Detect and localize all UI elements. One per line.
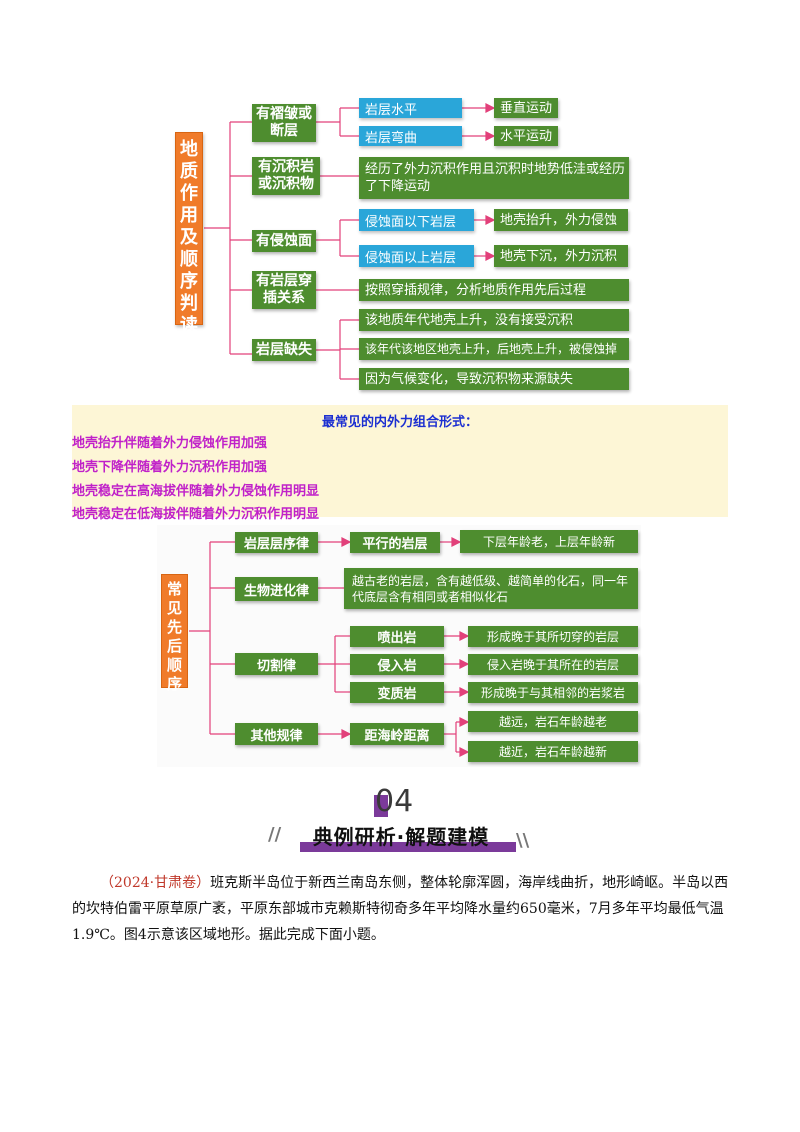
sub-ridge-distance: 距海岭距离 bbox=[350, 723, 444, 745]
sub-intrusive-rock: 侵入岩 bbox=[350, 654, 444, 675]
section-title-underline bbox=[300, 842, 516, 852]
leaf-metamorphic-rule: 形成晚于与其相邻的岩浆岩 bbox=[468, 682, 638, 703]
leaf-farther-older: 越远，岩石年龄越老 bbox=[468, 711, 638, 732]
leaf-intrusive-rule: 侵入岩晚于其所在的岩层 bbox=[468, 654, 638, 675]
left-slash-decoration: // bbox=[268, 824, 282, 845]
sub-strata-bent: 岩层弯曲 bbox=[359, 126, 462, 146]
sub-below-erosion: 侵蚀面以下岩层 bbox=[359, 209, 474, 231]
leaf-sink-deposition: 地壳下沉，外力沉积 bbox=[494, 245, 628, 267]
category-erosion-surface: 有侵蚀面 bbox=[252, 230, 316, 252]
category-strata-sequence: 岩层层序律 bbox=[235, 532, 318, 553]
section-number: 04 bbox=[375, 784, 414, 819]
leaf-missing-1: 该地质年代地壳上升，没有接受沉积 bbox=[359, 309, 629, 331]
leaf-uplift-erosion: 地壳抬升，外力侵蚀 bbox=[494, 209, 628, 231]
right-slash-decoration: \\ bbox=[516, 830, 530, 851]
notes-title: 最常见的内外力组合形式： bbox=[321, 415, 478, 430]
sub-parallel-strata: 平行的岩层 bbox=[350, 532, 440, 553]
category-sediment: 有沉积岩或沉积物 bbox=[252, 157, 320, 195]
leaf-intrusion-rule: 按照穿插规律，分析地质作用先后过程 bbox=[359, 279, 629, 301]
question-paragraph: （2024·甘肃卷）班克斯半岛位于新西兰南岛东侧，整体轮廓浑圆，海岸线曲折，地形… bbox=[72, 870, 732, 948]
category-fold-fault: 有褶皱或断层 bbox=[252, 104, 316, 142]
leaf-vertical-movement: 垂直运动 bbox=[494, 98, 558, 118]
leaf-nearer-younger: 越近，岩石年龄越新 bbox=[468, 741, 638, 762]
diagram1-root: 地质作用及顺序判读 bbox=[175, 132, 203, 336]
category-intrusion: 有岩层穿插关系 bbox=[252, 271, 316, 309]
leaf-older-lower: 下层年龄老，上层年龄新 bbox=[460, 530, 638, 553]
leaf-fossil-rule: 越古老的岩层，含有越低级、越简单的化石，同一年代底层含有相同或者相似化石 bbox=[344, 568, 638, 609]
leaf-missing-3: 因为气候变化，导致沉积物来源缺失 bbox=[359, 368, 629, 390]
note-line: 地壳下降伴随着外力沉积作用加强 bbox=[72, 460, 268, 475]
section-title: 典例研析·解题建模 bbox=[312, 824, 490, 849]
question-body: 班克斯半岛位于新西兰南岛东侧，整体轮廓浑圆，海岸线曲折，地形崎岖。半岛以西的坎特… bbox=[72, 875, 729, 943]
note-line: 地壳抬升伴随着外力侵蚀作用加强 bbox=[72, 436, 268, 451]
sub-metamorphic-rock: 变质岩 bbox=[350, 682, 444, 703]
question-source: （2024·甘肃卷） bbox=[100, 875, 211, 891]
notes-box: 最常见的内外力组合形式： 地壳抬升伴随着外力侵蚀作用加强 地壳下降伴随着外力沉积… bbox=[72, 405, 728, 522]
sub-above-erosion: 侵蚀面以上岩层 bbox=[359, 245, 474, 267]
leaf-missing-2: 该年代该地区地壳上升，后地壳上升，被侵蚀掉 bbox=[359, 338, 629, 360]
category-cutting: 切割律 bbox=[235, 653, 318, 675]
category-biological-evolution: 生物进化律 bbox=[235, 577, 318, 601]
category-strata-missing: 岩层缺失 bbox=[252, 339, 316, 361]
section-number-accent bbox=[374, 795, 388, 817]
note-line: 地壳稳定在高海拔伴随着外力侵蚀作用明显 bbox=[72, 484, 320, 499]
category-other-rules: 其他规律 bbox=[235, 723, 318, 745]
sub-strata-flat: 岩层水平 bbox=[359, 98, 462, 118]
sub-extrusive-rock: 喷出岩 bbox=[350, 626, 444, 647]
leaf-sediment-explain: 经历了外力沉积作用且沉积时地势低洼或经历了下降运动 bbox=[359, 157, 629, 199]
leaf-extrusive-rule: 形成晚于其所切穿的岩层 bbox=[468, 626, 638, 647]
leaf-horizontal-movement: 水平运动 bbox=[494, 126, 558, 146]
note-line: 地壳稳定在低海拔伴随着外力沉积作用明显 bbox=[72, 507, 320, 522]
diagram2-root: 常见先后顺序 bbox=[161, 574, 188, 693]
